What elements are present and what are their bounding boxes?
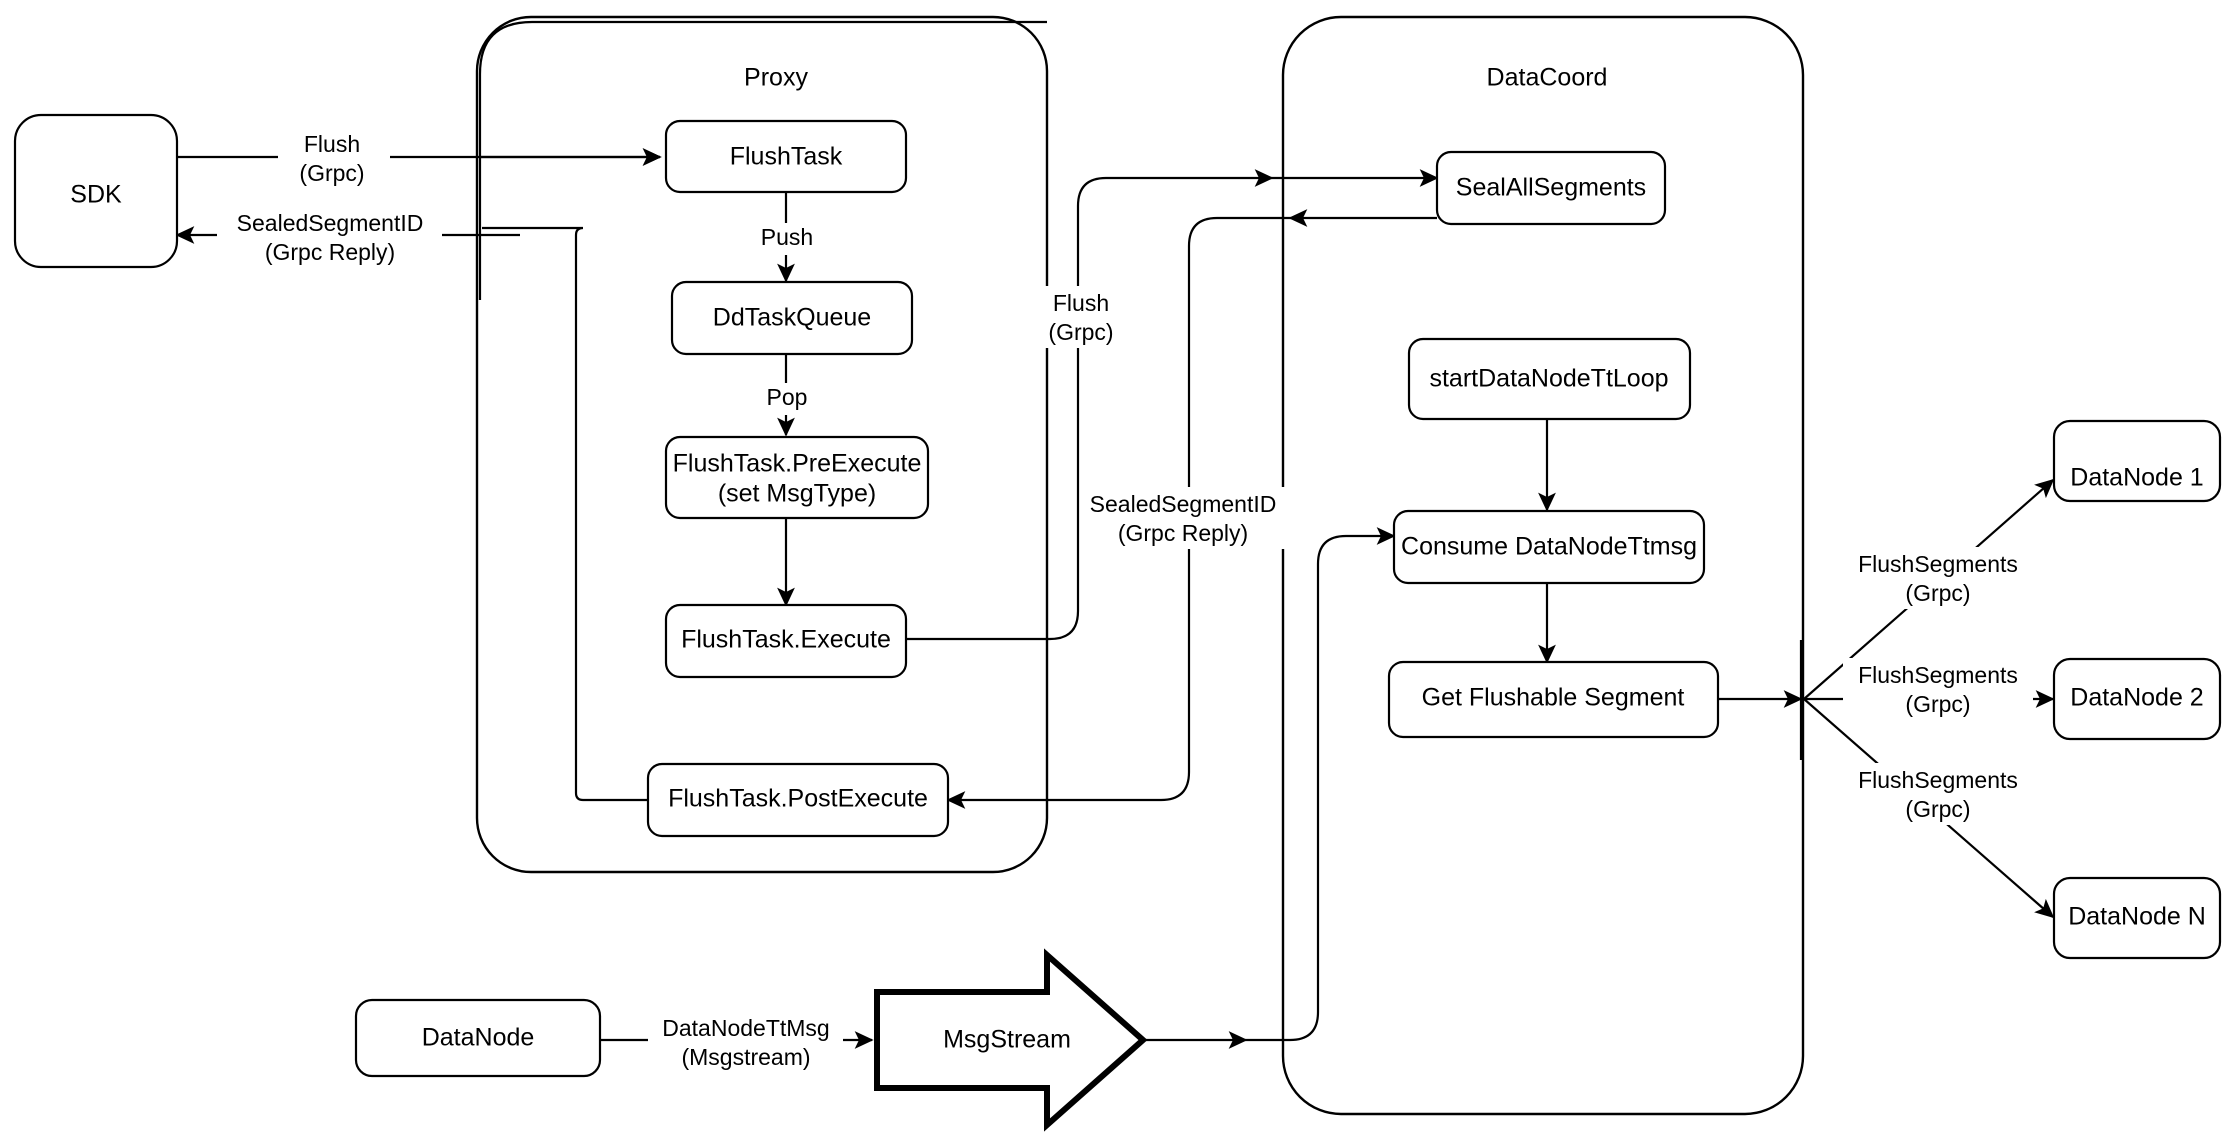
edge-label-flushsegments-2: FlushSegments (Grpc) [1843, 658, 2033, 720]
edge-label-pop: Pop [755, 383, 819, 415]
flush-task-postexecute-label: FlushTask.PostExecute [668, 785, 928, 813]
edge-label-flush-grpc-coord: Flush (Grpc) [1026, 286, 1136, 348]
node-seal-all-segments[interactable]: SealAllSegments [1435, 150, 1667, 226]
datanode-2-label: DataNode 2 [2070, 684, 2203, 712]
edge-execute-to-sealallsegments [906, 169, 1439, 641]
edge-getflushable-to-junction [1718, 640, 1803, 760]
datanode-1-label: DataNode 1 [2070, 464, 2203, 492]
node-datanode-1[interactable]: DataNode 1 [2052, 419, 2222, 503]
flush-task-preexecute-label-line2: (set MsgType) [718, 480, 876, 508]
edge-label-push: Push [751, 223, 823, 255]
datanode-n-box[interactable] [2052, 876, 2222, 960]
label-proxy-coord-line2: (Grpc) [1048, 319, 1113, 345]
label-proxy-coord-line1: Flush [1053, 290, 1109, 316]
consume-datanode-ttmsg-label: Consume DataNodeTtmsg [1401, 533, 1697, 561]
start-datanode-tt-loop-box[interactable] [1407, 337, 1692, 421]
node-flush-task[interactable]: FlushTask [664, 119, 908, 194]
flush-task-preexecute-label-line1: FlushTask.PreExecute [673, 450, 922, 478]
label-flushsegmentsn-line2: (Grpc) [1905, 796, 1970, 822]
label-flushsegments1-line2: (Grpc) [1905, 580, 1970, 606]
flush-task-label: FlushTask [730, 143, 843, 171]
node-datanode-source[interactable]: DataNode [354, 998, 602, 1078]
label-flushsegmentsn-line1: FlushSegments [1858, 767, 2018, 793]
edge-label-datanodettmsg: DataNodeTtMsg (Msgstream) [648, 1012, 843, 1074]
node-consume-datanode-ttmsg[interactable]: Consume DataNodeTtmsg [1392, 509, 1706, 585]
label-datanodettmsg-line1: DataNodeTtMsg [662, 1015, 829, 1041]
edge-label-sealedsegmentid-coord: SealedSegmentID (Grpc Reply) [1081, 487, 1289, 549]
msgstream-label: MsgStream [943, 1026, 1071, 1054]
node-dd-task-queue[interactable]: DdTaskQueue [670, 280, 914, 356]
datanode-2-box[interactable] [2052, 657, 2222, 741]
label-flush-line1: Flush [304, 131, 360, 157]
node-flush-task-execute[interactable]: FlushTask.Execute [664, 603, 908, 679]
flush-task-preexecute-box[interactable] [664, 435, 930, 520]
label-flushsegments1-line1: FlushSegments [1858, 551, 2018, 577]
label-flush-line2: (Grpc) [299, 160, 364, 186]
node-sdk[interactable]: SDK [13, 113, 179, 269]
label-pop: Pop [767, 384, 808, 410]
msgstream-arrow-shape[interactable] [874, 948, 1148, 1132]
get-flushable-segment-label: Get Flushable Segment [1422, 684, 1685, 712]
edge-msgstream-to-consume [1143, 527, 1396, 1049]
flush-task-postexecute-box[interactable] [646, 762, 950, 838]
label-sealedsegmentid-line1: SealedSegmentID [237, 210, 424, 236]
proxy-container-title: Proxy [744, 64, 808, 92]
get-flushable-segment-box[interactable] [1387, 660, 1720, 739]
node-msgstream[interactable]: MsgStream [874, 948, 1148, 1132]
datanode-1-box[interactable] [2052, 419, 2222, 503]
datanode-source-box[interactable] [354, 998, 602, 1078]
edge-label-flushsegments-1: FlushSegments (Grpc) [1843, 547, 2033, 609]
dd-task-queue-box[interactable] [670, 280, 914, 356]
label-coord-proxy-line2: (Grpc Reply) [1118, 520, 1248, 546]
start-datanode-tt-loop-label: startDataNodeTtLoop [1429, 365, 1668, 393]
label-flushsegments2-line1: FlushSegments [1858, 662, 2018, 688]
seal-all-segments-label: SealAllSegments [1456, 174, 1646, 202]
label-push: Push [761, 224, 813, 250]
node-flush-task-preexecute[interactable]: FlushTask.PreExecute (set MsgType) [664, 435, 930, 520]
node-flush-task-postexecute[interactable]: FlushTask.PostExecute [646, 762, 950, 838]
flush-task-execute-box[interactable] [664, 603, 908, 679]
datanode-source-label: DataNode [422, 1024, 535, 1052]
label-sealedsegmentid-line2: (Grpc Reply) [265, 239, 395, 265]
datacoord-container-title: DataCoord [1487, 64, 1608, 92]
edge-proxy-top-connector [478, 20, 1047, 300]
node-get-flushable-segment[interactable]: Get Flushable Segment [1387, 660, 1720, 739]
datanode-n-label: DataNode N [2068, 903, 2206, 931]
dd-task-queue-label: DdTaskQueue [713, 304, 871, 332]
node-datanode-n[interactable]: DataNode N [2052, 876, 2222, 960]
flush-task-execute-label: FlushTask.Execute [681, 626, 891, 654]
edge-label-flush-grpc-sdk: Flush (Grpc) [278, 128, 390, 190]
label-datanodettmsg-line2: (Msgstream) [681, 1044, 810, 1070]
seal-all-segments-box[interactable] [1435, 150, 1667, 226]
sdk-label: SDK [70, 181, 122, 209]
edge-label-sealedsegmentid-sdk: SealedSegmentID (Grpc Reply) [217, 206, 442, 268]
node-start-datanode-tt-loop[interactable]: startDataNodeTtLoop [1407, 337, 1692, 421]
label-flushsegments2-line2: (Grpc) [1905, 691, 1970, 717]
consume-datanode-ttmsg-box[interactable] [1392, 509, 1706, 585]
node-datanode-2[interactable]: DataNode 2 [2052, 657, 2222, 741]
sdk-box[interactable] [13, 113, 179, 269]
label-coord-proxy-line1: SealedSegmentID [1090, 491, 1277, 517]
edge-label-flushsegments-n: FlushSegments (Grpc) [1843, 763, 2033, 825]
flush-task-box[interactable] [664, 119, 908, 194]
